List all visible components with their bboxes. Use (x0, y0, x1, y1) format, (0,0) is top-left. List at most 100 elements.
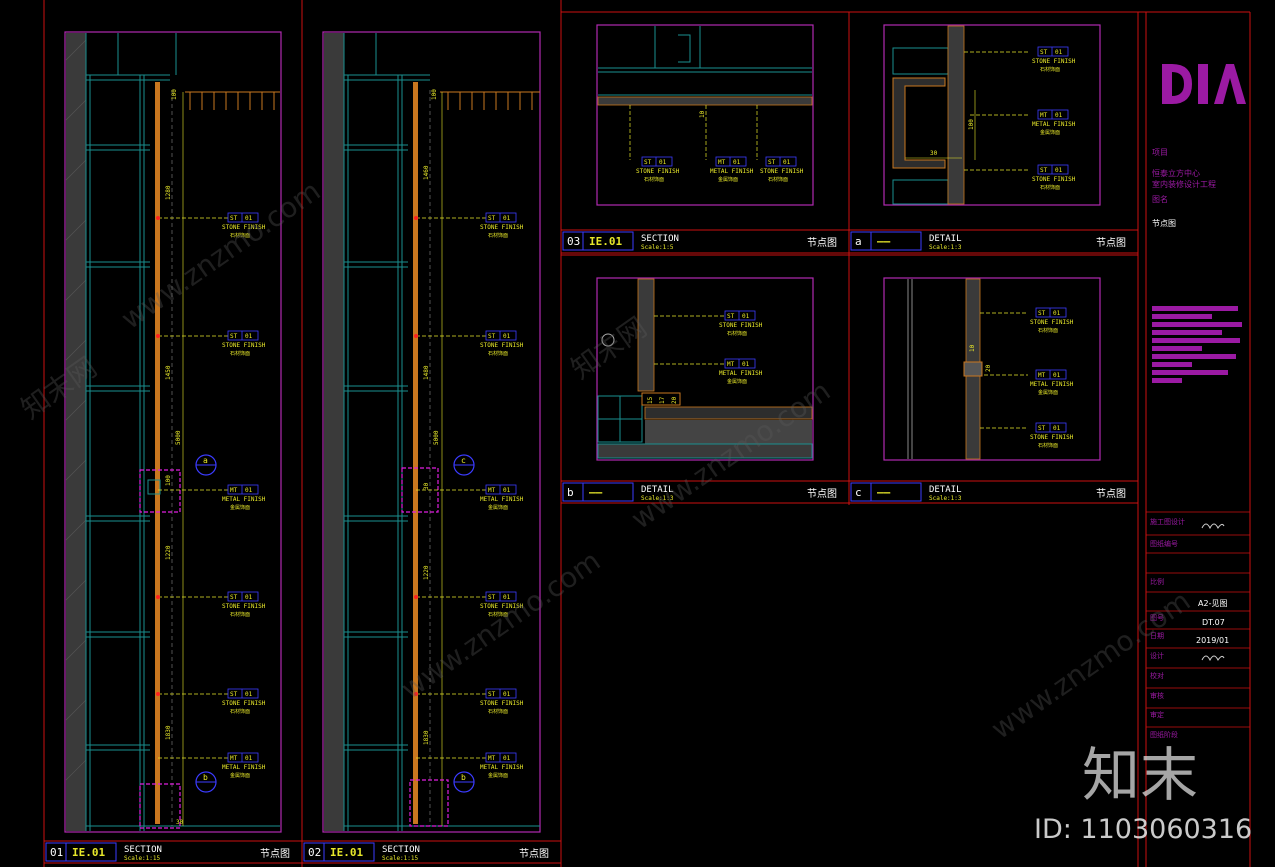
note-english: METAL FINISH (1032, 121, 1076, 128)
title-bar-ref: —— (589, 486, 603, 499)
note-english: METAL FINISH (222, 764, 266, 771)
note-number: 01 (1055, 49, 1063, 56)
callout-b-letter: b (203, 773, 208, 782)
note-english: STONE FINISH (719, 322, 763, 329)
title-bar-cn: 节点图 (1096, 237, 1126, 249)
title-bar-number: 01 (50, 846, 63, 859)
note-number: 01 (503, 755, 511, 762)
title-bar-number: c (855, 486, 862, 499)
title-bar-scale: Scale:1:15 (124, 855, 161, 862)
detail-a-drawing (892, 25, 1030, 205)
title-bar-cn: 节点图 (807, 237, 837, 249)
note-english: STONE FINISH (222, 603, 266, 610)
title-bar-cn: 节点图 (519, 848, 549, 860)
st-code: ST (1040, 49, 1048, 56)
dimension-d10: 10 (969, 344, 976, 352)
note-number: 01 (503, 333, 511, 340)
drawing-number: DT.07 (1202, 618, 1225, 627)
note-chinese: 金属饰面 (727, 378, 747, 385)
dimension-d1220: 1220 (423, 565, 430, 580)
note-number: 01 (245, 691, 253, 698)
note-number: 01 (742, 361, 750, 368)
mt-code: MT (718, 159, 726, 166)
note-number: 01 (503, 487, 511, 494)
note-number: 01 (245, 755, 253, 762)
title-bar-number: 02 (308, 846, 321, 859)
title-bar-kind: SECTION (641, 234, 679, 244)
st-code: ST (1040, 167, 1048, 174)
note-chinese: 金属饰面 (718, 176, 738, 183)
st-code: ST (644, 159, 652, 166)
screed-hatch (645, 420, 812, 444)
note-chinese: 金属饰面 (230, 772, 250, 779)
dimension-d15: 15 (647, 396, 654, 404)
drawing-name: 节点图 (1152, 219, 1176, 228)
note-chinese: 石材饰面 (1038, 442, 1058, 449)
title-block: 项目 恒泰立方中心 室内装修设计工程 图名 节点图 施工图设计 图纸编号 比例 … (1150, 148, 1229, 739)
note-number: 01 (245, 487, 253, 494)
concrete-wall-hatch (66, 33, 86, 831)
note-english: STONE FINISH (222, 700, 266, 707)
note-english: STONE FINISH (1032, 58, 1076, 65)
dimension-d30: 30 (423, 482, 430, 490)
note-number: 01 (503, 594, 511, 601)
title-bar-ref: —— (877, 486, 891, 499)
note-english: STONE FINISH (222, 342, 266, 349)
dimension-d5000: 5000 (175, 430, 182, 445)
title-bar-kind: DETAIL (641, 485, 674, 495)
st-code: ST (230, 333, 238, 340)
project-line-1: 恒泰立方中心 (1152, 168, 1200, 178)
note-number: 01 (1053, 372, 1061, 379)
dimension-d30-b: 30 (176, 819, 184, 826)
title-bar-ref: IE.01 (330, 846, 363, 859)
note-chinese: 石材饰面 (1040, 184, 1060, 191)
dimension-d100: 100 (968, 119, 975, 130)
dimension-d10: 10 (699, 110, 706, 118)
concrete-wall-hatch-2 (324, 33, 344, 831)
stone-panel-1 (155, 82, 160, 824)
number-label: 图号 (1150, 614, 1164, 622)
note-chinese: 石材饰面 (230, 232, 250, 239)
dimension-d1220: 1220 (165, 545, 172, 560)
title-bar-scale: Scale:1:3 (641, 495, 674, 502)
st-code: ST (1038, 425, 1046, 432)
title-bar-scale: Scale:1:15 (382, 855, 419, 862)
title-bar-scale: Scale:1:3 (929, 244, 962, 251)
callout-a-letter: a (203, 456, 208, 465)
mt-code: MT (727, 361, 735, 368)
note-number: 01 (245, 594, 253, 601)
st-code: ST (488, 215, 496, 222)
note-english: METAL FINISH (480, 496, 524, 503)
note-english: STONE FINISH (480, 700, 524, 707)
note-chinese: 金属饰面 (488, 772, 508, 779)
date-value: 2019/01 (1196, 636, 1229, 645)
mt-code: MT (488, 755, 496, 762)
row-b-label: 图纸编号 (1150, 539, 1178, 548)
note-english: STONE FINISH (480, 603, 524, 610)
note-english: METAL FINISH (710, 168, 754, 175)
section-02-drawing (324, 33, 540, 831)
note-chinese: 石材饰面 (488, 708, 508, 715)
note-number: 01 (1055, 112, 1063, 119)
